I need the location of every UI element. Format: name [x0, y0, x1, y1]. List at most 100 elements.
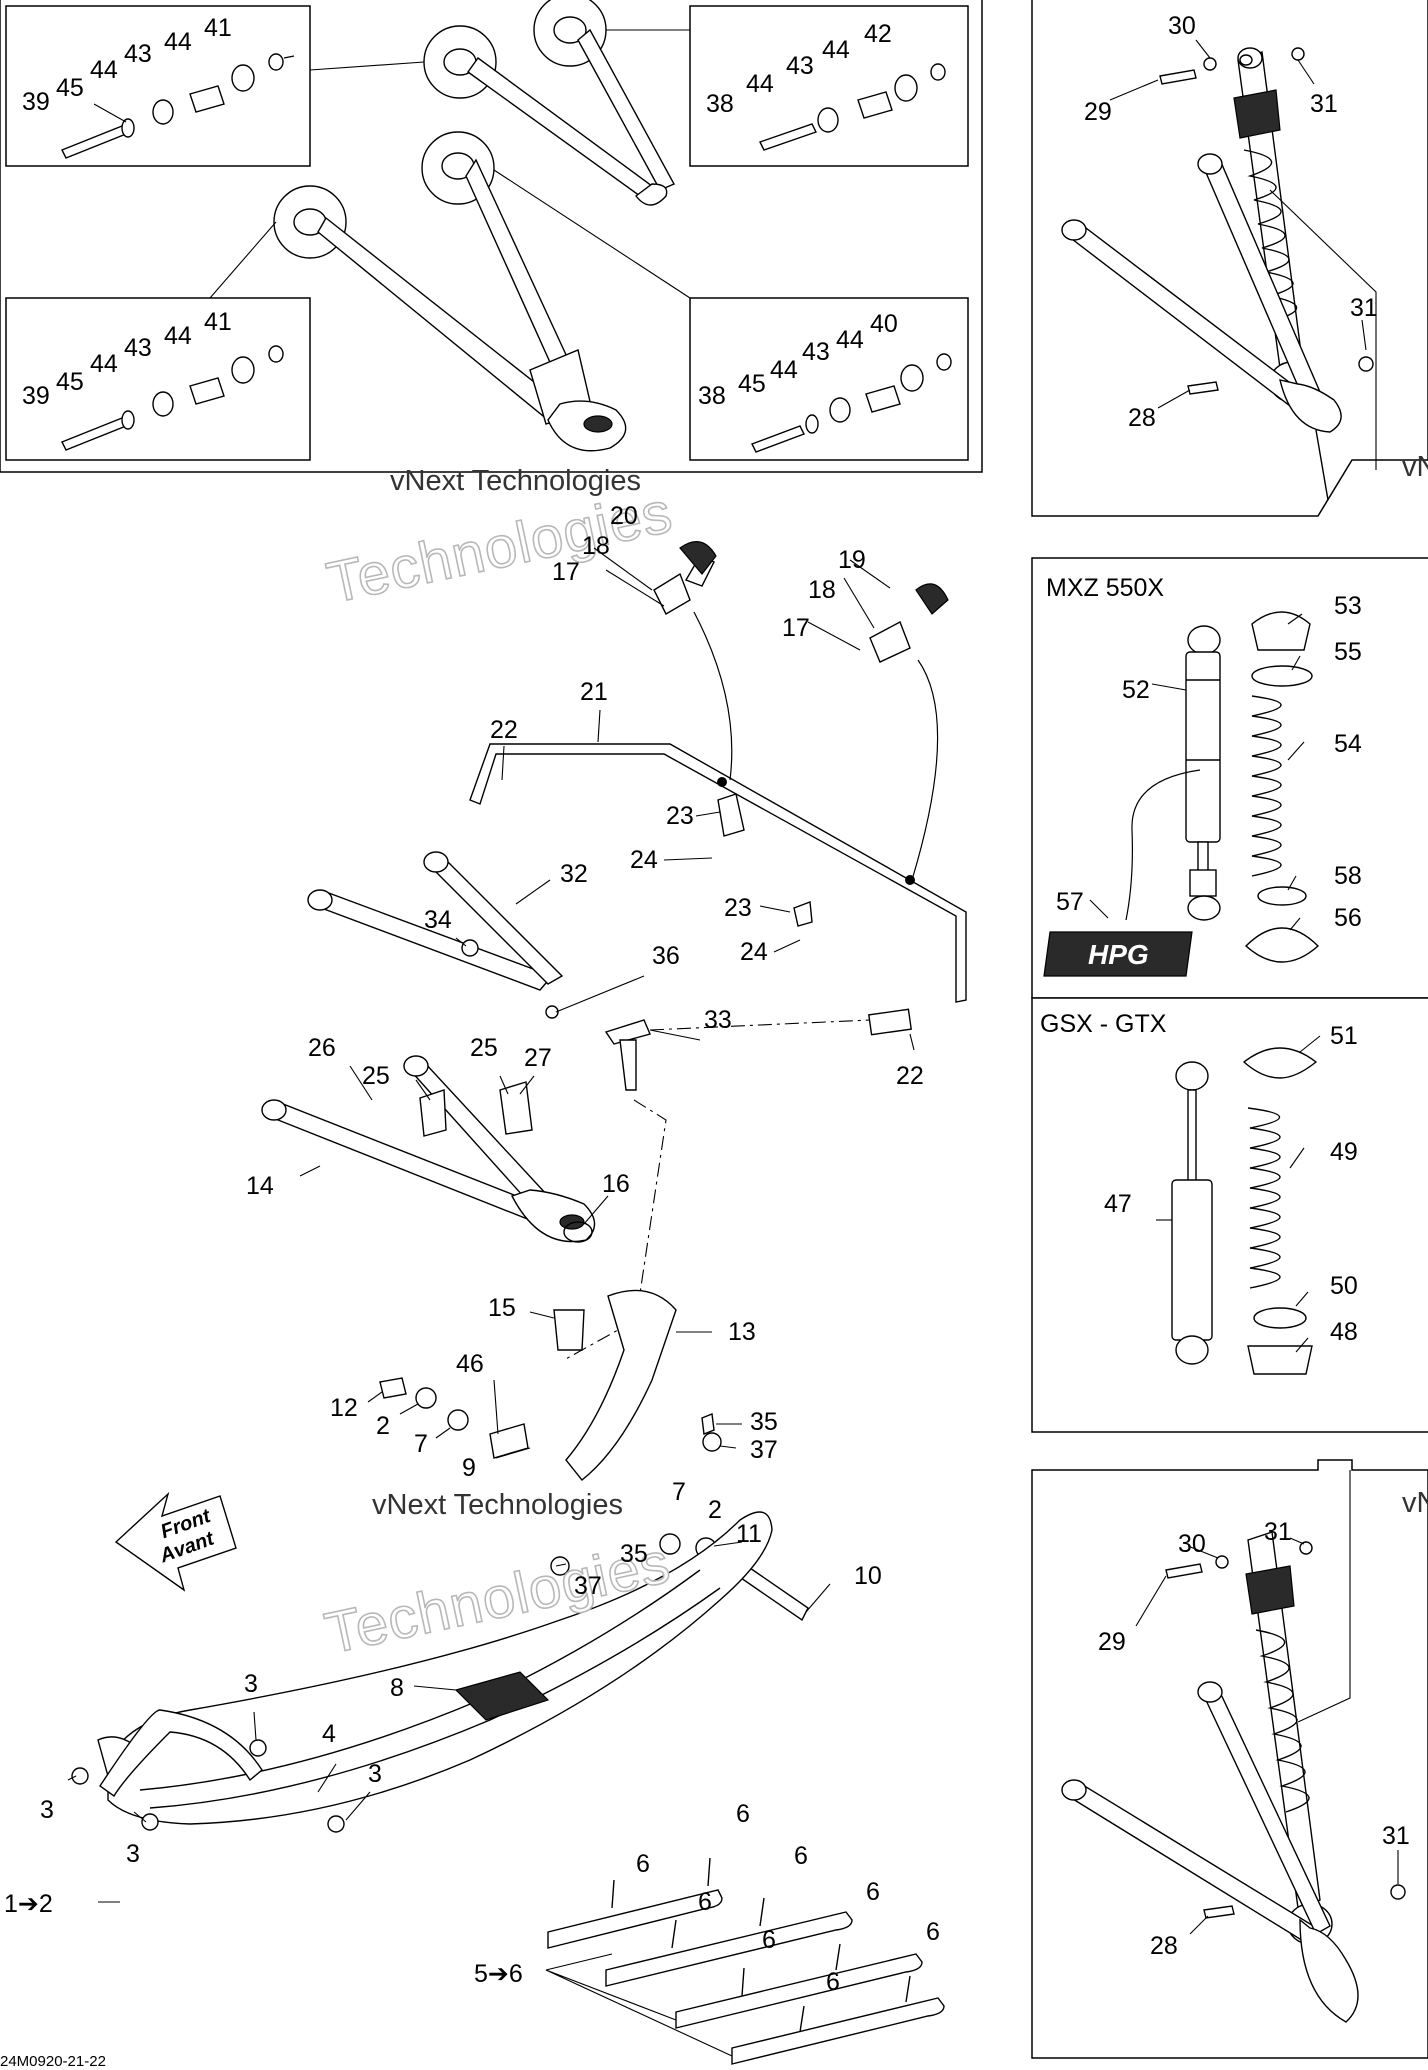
callout-6-c: 6: [636, 1850, 650, 1878]
callout-57: 57: [1056, 888, 1084, 916]
screw-3-d: [141, 1813, 159, 1831]
callout-44-b: 44: [164, 28, 192, 56]
upper-a-arm: [309, 0, 690, 206]
callout-6-b: 6: [794, 1842, 808, 1870]
callout-45-c: 45: [738, 370, 766, 398]
mxz-shock-panel: MXZ 550X HPG: [1031, 557, 1428, 999]
callout-32: 32: [560, 860, 588, 888]
callout-36: 36: [652, 942, 680, 970]
callout-28-a: 28: [1128, 404, 1156, 432]
sleeve-9: [489, 1423, 529, 1459]
leader-lines: [67, 39, 1399, 2057]
ski-handle-8: [454, 1671, 550, 1721]
watermark-small-1: vNext Technologies: [390, 465, 641, 497]
callout-44-f: 44: [164, 322, 192, 350]
callout-29-b: 29: [1098, 1628, 1126, 1656]
callout-5-6: 5➔6: [474, 1960, 523, 1988]
callout-2-a: 2: [376, 1412, 390, 1440]
mxz-panel-frame: [1031, 557, 1428, 999]
callout-42: 42: [864, 20, 892, 48]
hpg-clicker-logo: HPG: [1043, 931, 1193, 977]
bolt-stack-bottom-right: [751, 353, 952, 453]
nut-31-top: [1291, 47, 1305, 61]
callout-6-d: 6: [866, 1878, 880, 1906]
callout-48: 48: [1330, 1318, 1358, 1346]
callout-44-d: 44: [822, 36, 850, 64]
callout-37-b: 37: [574, 1572, 602, 1600]
shock-install-panel-top: [1031, 0, 1428, 517]
lower-a-arm: [209, 131, 691, 452]
bolt-29: [1159, 69, 1197, 85]
callout-53: 53: [1334, 592, 1362, 620]
upper-control-arm-panel: [0, 0, 983, 473]
callout-51: 51: [1330, 1022, 1358, 1050]
callout-26: 26: [308, 1034, 336, 1062]
gsx-shock-panel: GSX - GTX: [1031, 997, 1428, 1433]
callout-30-b: 30: [1178, 1530, 1206, 1558]
callout-6-g: 6: [762, 1926, 776, 1954]
callout-45-a: 45: [56, 74, 84, 102]
callout-35-a: 35: [750, 1408, 778, 1436]
a-arm-bottom-panel: [1061, 1681, 1359, 2023]
callout-50: 50: [1330, 1272, 1358, 1300]
callout-22-a: 22: [490, 716, 518, 744]
callout-17-b: 17: [782, 614, 810, 642]
callout-44-e: 44: [90, 350, 118, 378]
callout-24-a: 24: [630, 846, 658, 874]
front-suspension-arms: [261, 851, 871, 1622]
callout-21: 21: [580, 678, 608, 706]
callout-46: 46: [456, 1350, 484, 1378]
callout-11: 11: [736, 1520, 762, 1548]
mxz-spring-stack: [1244, 611, 1320, 963]
bushing-7: [447, 1409, 469, 1431]
callout-25-b: 25: [470, 1034, 498, 1062]
callout-47: 47: [1104, 1190, 1132, 1218]
callout-12: 12: [330, 1394, 358, 1422]
shock-47: [1171, 1061, 1213, 1365]
callout-6-h: 6: [826, 1968, 840, 1996]
nut-37: [702, 1432, 722, 1452]
diagram-code: 24M0920-21-22: [0, 2053, 106, 2070]
washer-2: [415, 1387, 437, 1409]
tie-rod-end-33: [604, 1019, 651, 1045]
shock-install-panel-bottom: [1031, 1459, 1428, 2059]
callout-56: 56: [1334, 904, 1362, 932]
callout-45-b: 45: [56, 368, 84, 396]
callout-6-a: 6: [736, 1800, 750, 1828]
callout-3-d: 3: [126, 1840, 140, 1868]
sway-bar-assembly: [469, 541, 967, 1036]
callout-35-b: 35: [620, 1540, 648, 1568]
callout-41-b: 41: [204, 308, 232, 336]
callout-37-a: 37: [750, 1436, 778, 1464]
callout-24-b: 24: [740, 938, 768, 966]
screw-3-b: [249, 1739, 267, 1757]
hardware-inset-top-right: [689, 5, 969, 167]
bracket-18-left: [653, 572, 691, 615]
callout-31-a: 31: [1310, 90, 1338, 118]
hpg-logo-text: HPG: [1088, 939, 1149, 970]
clamp-23b: [793, 901, 813, 927]
callout-17-a: 17: [552, 558, 580, 586]
callout-43-d: 43: [802, 338, 830, 366]
callout-7-a: 7: [414, 1430, 428, 1458]
callout-16: 16: [602, 1170, 630, 1198]
callout-8: 8: [390, 1674, 404, 1702]
callout-3-c: 3: [40, 1796, 54, 1824]
callout-9: 9: [462, 1454, 476, 1482]
callout-43-b: 43: [786, 52, 814, 80]
callout-6-e: 6: [698, 1888, 712, 1916]
callout-18-b: 18: [808, 576, 836, 604]
screw-3-c: [327, 1815, 345, 1833]
callout-27: 27: [524, 1044, 552, 1072]
nut-31-lower: [1358, 356, 1374, 372]
watermark-partial-1: vN: [1402, 451, 1428, 483]
callout-58: 58: [1334, 862, 1362, 890]
bolt-stack-top-left: [61, 53, 295, 159]
callout-38-a: 38: [706, 90, 734, 118]
callout-38-b: 38: [698, 382, 726, 410]
callout-33: 33: [704, 1006, 732, 1034]
callout-14: 14: [246, 1172, 274, 1200]
bolt-29-lower: [1165, 1563, 1203, 1579]
callout-31-d: 31: [1382, 1822, 1410, 1850]
